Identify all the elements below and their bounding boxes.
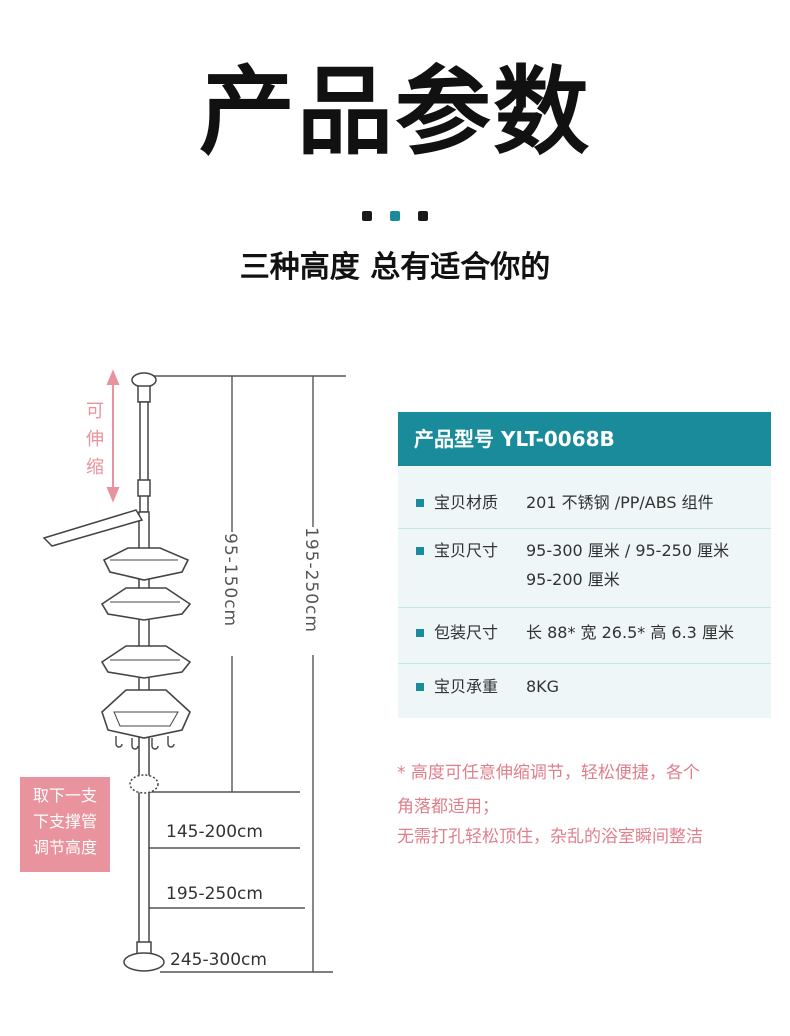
spec-value: 201 不锈钢 /PP/ABS 组件 [526, 493, 714, 512]
height-option-label: 195-250cm [166, 884, 263, 904]
spec-card: 产品型号 YLT-0068B 宝贝材质 201 不锈钢 /PP/ABS 组件 宝… [398, 412, 771, 718]
divider [398, 607, 771, 608]
divider [398, 528, 771, 529]
dim-label-outer: 195-250cm [301, 527, 321, 633]
height-option-label: 145-200cm [166, 822, 263, 842]
spec-value: 8KG [526, 677, 560, 696]
dot [390, 211, 400, 221]
bullet-icon [416, 499, 424, 507]
dot [418, 211, 428, 221]
spec-value: 95-300 厘米 / 95-250 厘米 [526, 541, 730, 560]
spec-value: 长 88* 宽 26.5* 高 6.3 厘米 [526, 623, 734, 642]
dim-label-inner: 95-150cm [220, 533, 240, 628]
shelf-2 [100, 587, 192, 621]
base-foot [123, 952, 165, 972]
shelf-3 [100, 645, 192, 679]
bullet-icon [416, 629, 424, 637]
top-cap [131, 372, 157, 388]
spec-label: 宝贝承重 [434, 677, 499, 696]
note-line: 角落都适用； [397, 797, 499, 817]
dot [362, 211, 372, 221]
remove-tube-note: 取下一支 下支撑管 调节高度 [20, 777, 110, 872]
bullet-icon [416, 547, 424, 555]
page-title: 产品参数 [199, 56, 591, 168]
note-line: * 高度可任意伸缩调节，轻松便捷，各个 [397, 763, 700, 783]
spec-value: 95-200 厘米 [526, 570, 620, 589]
spec-label: 宝贝材质 [434, 493, 499, 512]
shelf-1 [102, 547, 190, 581]
divider [398, 663, 771, 664]
towel-arm [42, 509, 144, 547]
spec-label: 宝贝尺寸 [434, 541, 499, 560]
note-line: 无需打孔轻松顶住，杂乱的浴室瞬间整洁 [397, 827, 703, 847]
spec-header: 产品型号 YLT-0068B [398, 412, 771, 466]
bullet-icon [416, 683, 424, 691]
height-option-label: 245-300cm [170, 950, 267, 970]
adjustable-label: 可 伸 缩 [86, 401, 104, 478]
page-subtitle: 三种高度 总有适合你的 [239, 250, 551, 285]
spec-label: 包装尺寸 [434, 623, 499, 642]
